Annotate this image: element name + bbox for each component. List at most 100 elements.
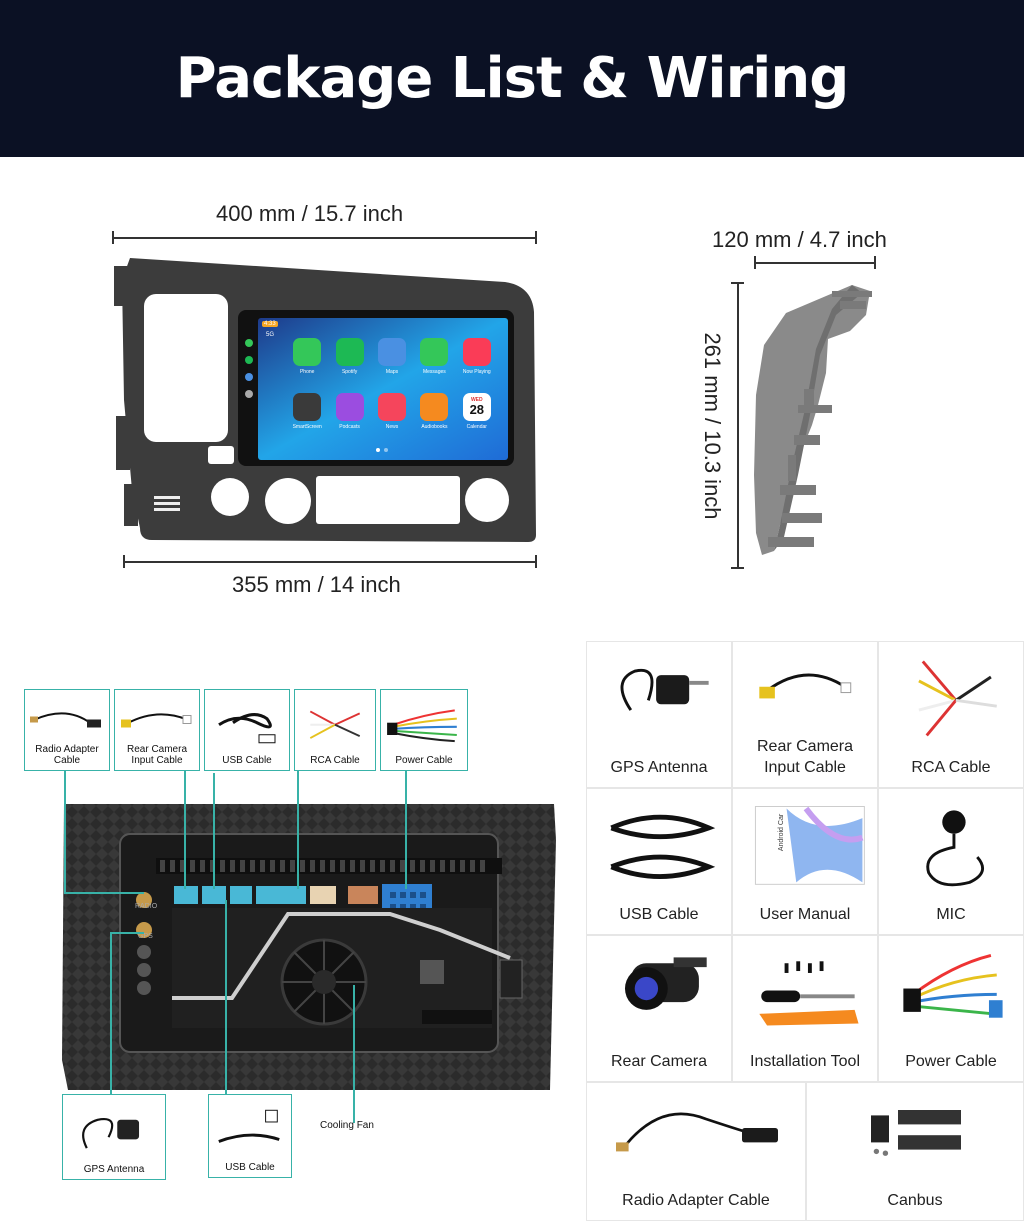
leader-power bbox=[405, 771, 407, 889]
leader-gps-h bbox=[110, 932, 144, 934]
center-knob bbox=[265, 478, 311, 524]
screen-app-news[interactable]: News bbox=[371, 384, 413, 439]
front-width-tick-right bbox=[535, 231, 537, 244]
heatsink-slots bbox=[160, 860, 485, 872]
callout-label: Rear Camera Input Cable bbox=[126, 744, 188, 766]
rca-cable-icon bbox=[918, 660, 997, 737]
screen-app-messages[interactable]: Messages bbox=[413, 329, 455, 384]
front-bottom-label: 355 mm / 14 inch bbox=[232, 572, 401, 597]
callout-rear-camera-input-cable: Rear Camera Input Cable bbox=[114, 689, 200, 771]
package-item-rear-camera: Rear Camera bbox=[586, 935, 732, 1082]
package-item-canbus: Canbus bbox=[806, 1082, 1024, 1221]
callout-rca-cable: RCA Cable bbox=[294, 689, 376, 771]
package-item-label: GPS Antenna bbox=[610, 759, 708, 777]
front-width-tick-left bbox=[112, 231, 114, 244]
screen-app-maps[interactable]: Maps bbox=[371, 329, 413, 384]
side-height-tick-bottom bbox=[731, 567, 744, 569]
header-banner: Package List & Wiring bbox=[0, 0, 1024, 157]
leader-rca bbox=[297, 771, 299, 889]
radio-port bbox=[136, 892, 152, 908]
side-height-tick-top bbox=[731, 282, 744, 284]
leader-usb-bottom bbox=[225, 900, 227, 1094]
port-label-gps: GPS bbox=[138, 933, 153, 940]
left-knob bbox=[211, 478, 249, 516]
front-bottom-tick-right bbox=[535, 555, 537, 568]
package-item-rca-cable: RCA Cable bbox=[878, 641, 1024, 788]
screen-app-now-playing[interactable]: Now Playing bbox=[456, 329, 498, 384]
rca-cable-icon bbox=[309, 710, 361, 739]
head-unit-back-view bbox=[62, 804, 556, 1090]
user-manual-icon bbox=[754, 806, 865, 885]
radio-adapter-cable-icon bbox=[30, 712, 101, 728]
connector-rca bbox=[256, 886, 306, 904]
calendar-day: WED bbox=[470, 397, 483, 403]
right-knob bbox=[465, 478, 509, 522]
package-item-mic: MIC bbox=[878, 788, 1024, 935]
package-item-usb-cable: USB Cable bbox=[586, 788, 732, 935]
mic-icon bbox=[926, 810, 985, 887]
package-item-label: Installation Tool bbox=[750, 1053, 860, 1071]
callout-usb-cable-bottom: USB Cable bbox=[208, 1094, 292, 1178]
package-item-radio-adapter-cable: Radio Adapter Cable bbox=[586, 1082, 806, 1221]
gps-antenna-icon bbox=[620, 668, 709, 711]
connector-radio bbox=[174, 886, 198, 904]
callout-power-cable: Power Cable bbox=[380, 689, 468, 771]
leader-radio-h bbox=[64, 892, 144, 894]
package-item-rear-camera-input-cable: Rear Camera Input Cable bbox=[732, 641, 878, 788]
screen-app-label: Audiobooks bbox=[421, 424, 448, 430]
now-playing-icon bbox=[462, 338, 491, 366]
gps-antenna-icon bbox=[82, 1118, 140, 1149]
package-item-label: Rear Camera Input Cable bbox=[756, 737, 854, 777]
usb-cable-icon bbox=[218, 713, 276, 744]
screen-app-label: Phone bbox=[299, 369, 315, 375]
package-item-label: Rear Camera bbox=[610, 1053, 708, 1071]
maps-icon bbox=[377, 338, 406, 366]
vent-slots bbox=[154, 496, 180, 511]
phone-icon bbox=[293, 338, 322, 366]
screen-app-label: Messages bbox=[422, 369, 446, 375]
side-depth-line bbox=[754, 262, 876, 264]
messages-icon bbox=[420, 338, 449, 366]
package-item-label: Power Cable bbox=[905, 1053, 997, 1071]
package-item-label: RCA Cable bbox=[911, 759, 991, 777]
head-unit-side-view bbox=[754, 285, 872, 555]
screen-app-label: Spotify bbox=[341, 369, 358, 375]
screen-app-label: SmartScreen bbox=[292, 424, 322, 430]
side-depth-tick-right bbox=[874, 256, 876, 269]
side-height-line bbox=[737, 282, 739, 569]
side-height-label: 261 mm / 10.3 inch bbox=[700, 332, 725, 520]
package-item-label: Canbus bbox=[887, 1192, 943, 1210]
screen-app-audiobooks[interactable]: Audiobooks bbox=[413, 384, 455, 439]
callout-label: GPS Antenna bbox=[83, 1163, 145, 1175]
rear-camera-cable-icon bbox=[759, 673, 852, 699]
callout-label: USB Cable bbox=[225, 1161, 275, 1173]
canbus-icon bbox=[871, 1110, 961, 1156]
side-depth-tick-left bbox=[754, 256, 756, 269]
screen-app-podcasts[interactable]: Podcasts bbox=[328, 384, 370, 439]
podcasts-icon bbox=[335, 393, 364, 421]
usb-cable-icon bbox=[610, 814, 716, 879]
installation-tool-icon bbox=[759, 961, 859, 1026]
package-item-label: USB Cable bbox=[619, 906, 699, 924]
screen-app-smartscreen[interactable]: SmartScreen bbox=[286, 384, 328, 439]
callout-label: Radio Adapter Cable bbox=[35, 744, 99, 766]
leader-cooling-fan bbox=[353, 985, 355, 1123]
package-item-label: MIC bbox=[936, 906, 966, 924]
package-item-label: User Manual bbox=[759, 906, 851, 924]
usb-cable-icon bbox=[218, 1109, 280, 1143]
news-icon bbox=[377, 393, 406, 421]
cooling-fan-label: Cooling Fan bbox=[320, 1120, 374, 1131]
screen-app-label: Now Playing bbox=[462, 369, 491, 375]
screen-app-spotify[interactable]: Spotify bbox=[328, 329, 370, 384]
screen-app-phone[interactable]: Phone bbox=[286, 329, 328, 384]
leader-rear-camera bbox=[184, 771, 186, 889]
screen-app-label: Podcasts bbox=[339, 424, 360, 430]
manual-cover-text: Android Car bbox=[778, 813, 786, 852]
radio-adapter-cable-icon bbox=[616, 1112, 778, 1152]
leader-gps bbox=[110, 932, 112, 1094]
